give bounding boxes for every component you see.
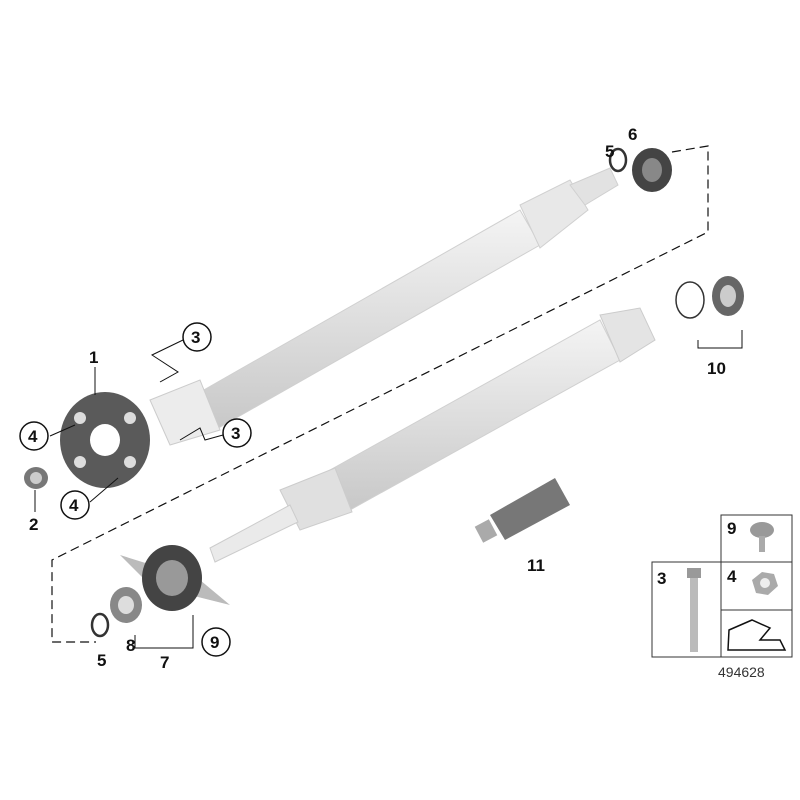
callout-7: 7 <box>160 653 169 672</box>
callout-5: 5 <box>97 651 106 670</box>
callout-1: 1 <box>89 348 98 367</box>
bushing <box>24 467 48 489</box>
nut-ring <box>712 276 744 316</box>
lower-propeller-shaft <box>209 307 656 563</box>
callout-5: 5 <box>605 142 614 161</box>
callout-10: 10 <box>707 359 726 378</box>
fastener-legend-box <box>651 514 793 658</box>
center-bearing <box>120 545 230 611</box>
callout-8: 8 <box>126 636 135 655</box>
callout-4: 4 <box>69 496 79 515</box>
bolt-icon <box>687 568 701 652</box>
callout-11: 11 <box>527 556 545 575</box>
callout-9: 9 <box>210 633 219 652</box>
upper-propeller-shaft <box>149 167 619 446</box>
legend-bolt-label: 3 <box>657 569 666 588</box>
callout-3: 3 <box>231 424 240 443</box>
assembly-dashed-line <box>51 145 709 643</box>
flex-disc <box>60 392 150 488</box>
callout-4: 4 <box>28 427 38 446</box>
callout-3: 3 <box>191 328 200 347</box>
grease-tube <box>474 478 570 543</box>
legend-nut-label: 4 <box>727 567 737 586</box>
legend-screw-label: 9 <box>727 519 736 538</box>
bearing <box>110 587 142 623</box>
screw-icon <box>750 522 774 552</box>
seal-ring <box>675 281 705 319</box>
boot <box>632 148 672 192</box>
callout-labels: 6 5 3 1 4 3 2 4 10 11 5 8 7 9 <box>19 125 726 672</box>
nut-icon <box>752 572 778 595</box>
circlip-lower <box>90 612 110 638</box>
circlip-upper <box>608 147 628 173</box>
diagram-number: 494628 <box>718 664 765 680</box>
callout-2: 2 <box>29 515 38 534</box>
callout-6: 6 <box>628 125 637 144</box>
